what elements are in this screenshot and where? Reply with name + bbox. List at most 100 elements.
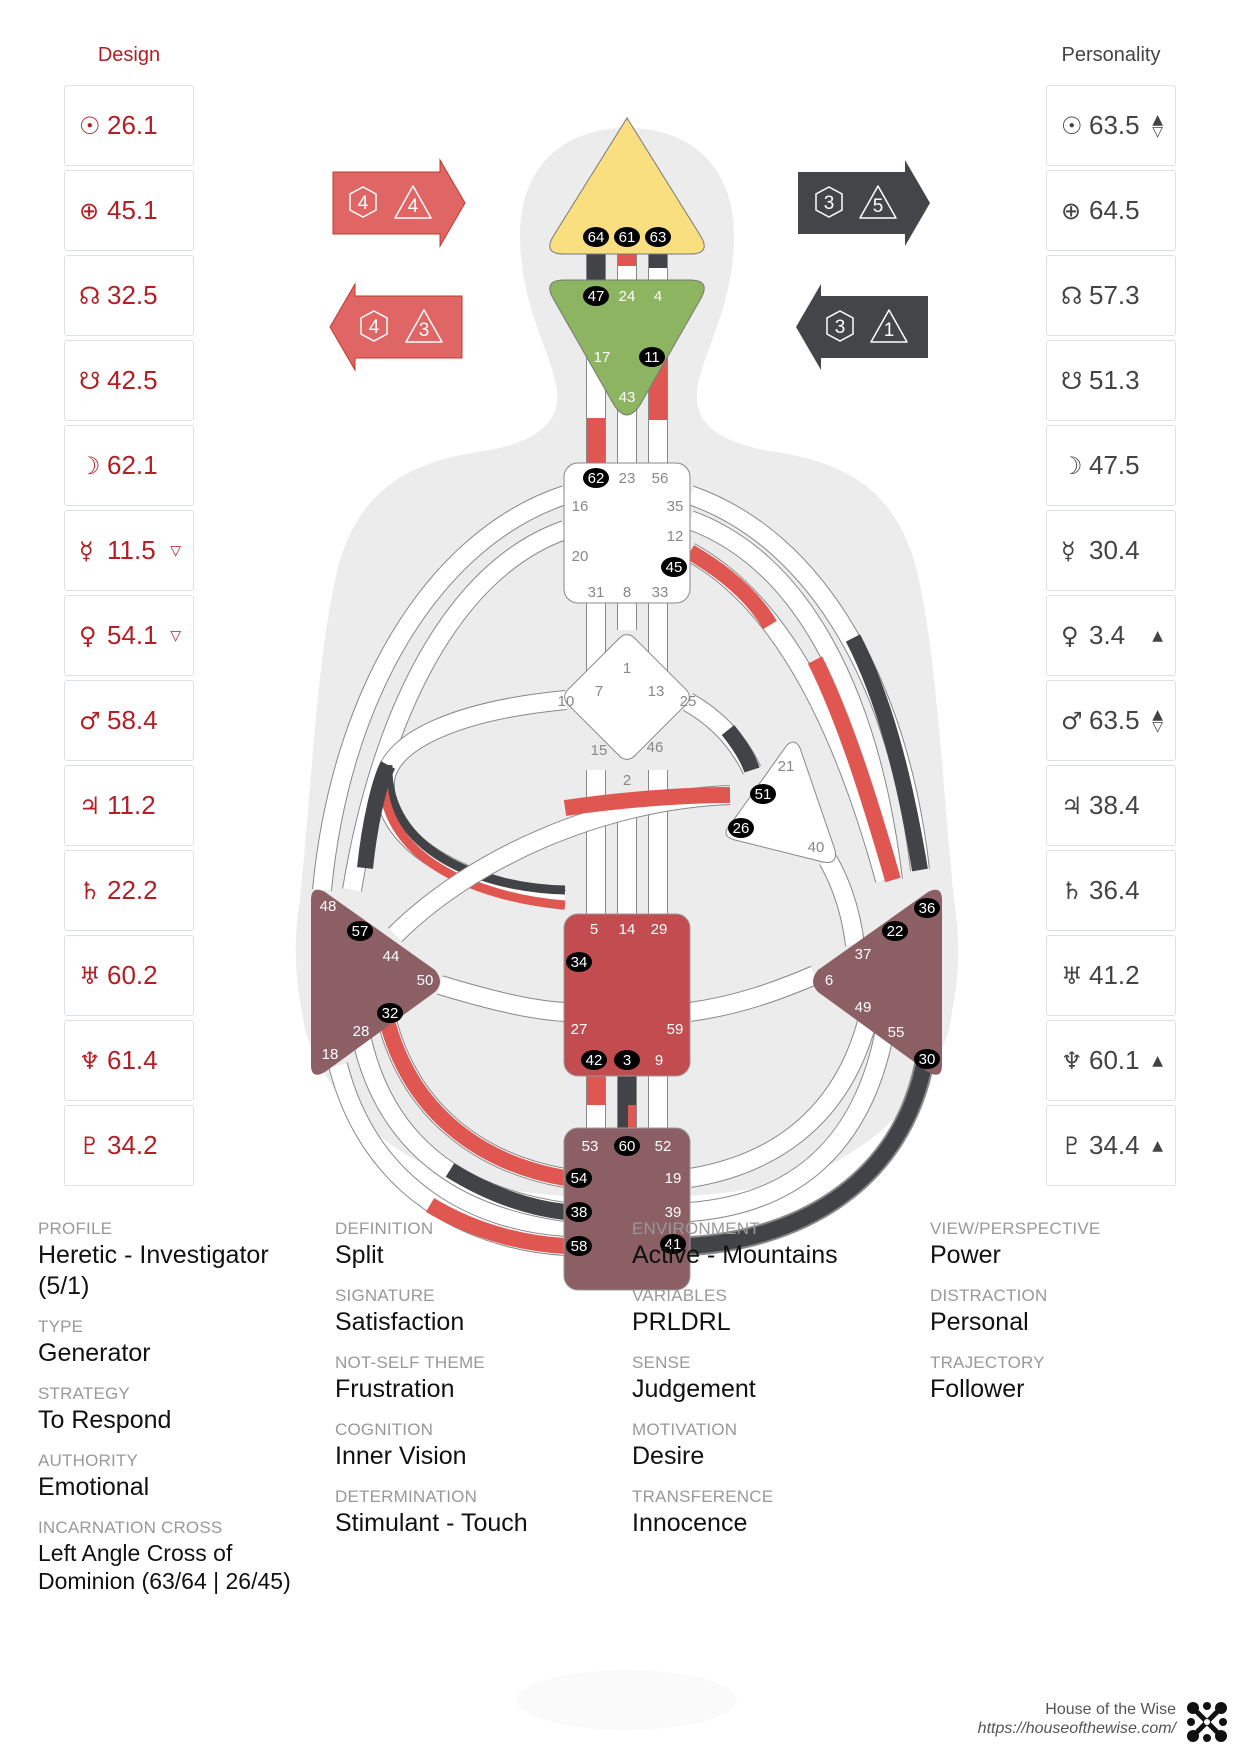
gate-value: 63.5: [1089, 110, 1140, 140]
personality-mars: ♂63.5▲ ▽: [1046, 680, 1176, 761]
svg-text:61: 61: [619, 229, 636, 246]
field-label: VIEW/PERSPECTIVE: [930, 1219, 1101, 1238]
field-label: DISTRACTION: [930, 1286, 1048, 1305]
field-label: TRAJECTORY: [930, 1353, 1045, 1372]
south-node-icon: ☋: [1061, 366, 1083, 395]
field-value: Judgement: [632, 1375, 756, 1403]
personality-sun: ☉63.5▲ ▽: [1046, 85, 1176, 166]
svg-text:34: 34: [571, 954, 588, 971]
personality-jupiter: ♃38.4: [1046, 765, 1176, 846]
svg-text:39: 39: [665, 1204, 682, 1221]
g-center: [564, 634, 690, 760]
earth-icon: ⊕: [79, 196, 100, 225]
svg-text:42: 42: [586, 1052, 603, 1069]
svg-text:24: 24: [619, 288, 636, 305]
field-label: AUTHORITY: [38, 1451, 139, 1470]
trajectory-field: TRAJECTORY Follower: [930, 1352, 1210, 1405]
field-label: PROFILE: [38, 1219, 113, 1238]
svg-text:5: 5: [873, 196, 884, 217]
design-pluto: ♇34.2: [64, 1105, 194, 1186]
sun-icon: ☉: [1061, 111, 1083, 140]
svg-text:47: 47: [588, 288, 605, 305]
svg-text:17: 17: [594, 349, 611, 366]
saturn-icon: ♄: [79, 876, 101, 905]
hexagon-icon: [349, 186, 377, 218]
personality-pluto: ♇34.4▲: [1046, 1105, 1176, 1186]
personality-saturn: ♄36.4: [1046, 850, 1176, 931]
mercury-icon: ☿: [79, 536, 94, 565]
field-label: ENVIRONMENT: [632, 1219, 760, 1238]
svg-text:2: 2: [623, 772, 631, 789]
svg-text:44: 44: [383, 948, 400, 965]
design-earth: ⊕45.1: [64, 170, 194, 251]
field-label: TYPE: [38, 1317, 84, 1336]
svg-text:23: 23: [619, 470, 636, 487]
hexagon-icon: [360, 310, 388, 342]
svg-text:28: 28: [353, 1023, 370, 1040]
svg-text:6: 6: [825, 972, 833, 989]
design-jupiter: ♃11.2: [64, 765, 194, 846]
gate-value: 47.5: [1089, 450, 1140, 480]
personality-planets: ☉63.5▲ ▽ ⊕64.5 ☊57.3 ☋51.3 ☽47.5 ☿30.4 ♀…: [1046, 85, 1176, 1190]
gate-value: 11.2: [107, 790, 156, 820]
gate-value: 61.4: [107, 1045, 158, 1075]
gate-value: 41.2: [1089, 960, 1140, 990]
gate-value: 60.2: [107, 960, 158, 990]
svg-text:35: 35: [667, 498, 684, 515]
personality-column-title: Personality: [1061, 44, 1161, 66]
gate-value: 26.1: [107, 110, 158, 140]
snowflake-logo-icon: [1187, 1702, 1227, 1742]
svg-text:11: 11: [644, 349, 660, 366]
svg-text:19: 19: [665, 1170, 682, 1187]
gate-value: 63.5: [1089, 705, 1140, 735]
jupiter-icon: ♃: [1061, 791, 1083, 820]
svg-text:62: 62: [588, 470, 605, 487]
field-value: Follower: [930, 1375, 1025, 1403]
gate-value: 57.3: [1089, 280, 1140, 310]
field-value: Active - Mountains: [632, 1241, 838, 1269]
gate-value: 32.5: [107, 280, 158, 310]
svg-text:14: 14: [619, 921, 636, 938]
design-bottom-arrow: 4 3: [329, 282, 463, 372]
arrow-icon: ▲ ▽: [1152, 706, 1163, 735]
svg-text:3: 3: [824, 193, 835, 214]
svg-text:36: 36: [919, 900, 936, 917]
personality-earth: ⊕64.5: [1046, 170, 1176, 251]
field-value: Power: [930, 1241, 1001, 1269]
brand-url-link[interactable]: https://houseofthewise.com/: [977, 1720, 1176, 1737]
ego-center: [725, 741, 836, 863]
svg-text:48: 48: [320, 898, 337, 915]
field-value: Desire: [632, 1442, 705, 1470]
triangle-icon: [859, 185, 897, 219]
hexagon-icon: [815, 186, 843, 218]
head-center: [549, 117, 705, 255]
uranus-icon: ♅: [79, 961, 101, 990]
svg-text:16: 16: [572, 498, 589, 515]
arrow-icon: ▲: [1152, 1137, 1163, 1154]
svg-text:3: 3: [623, 1052, 631, 1069]
svg-text:40: 40: [808, 839, 825, 856]
mars-icon: ♂: [79, 706, 101, 735]
design-mars: ♂58.4: [64, 680, 194, 761]
svg-text:13: 13: [648, 683, 665, 700]
personality-bottom-arrow: 3 1: [796, 284, 928, 370]
field-label: MOTIVATION: [632, 1420, 738, 1439]
field-value: Inner Vision: [335, 1442, 467, 1470]
gate-value: 22.2: [107, 875, 158, 905]
moon-icon: ☽: [1061, 451, 1083, 480]
gate-value: 36.4: [1089, 875, 1140, 905]
svg-text:51: 51: [755, 786, 772, 803]
field-value: To Respond: [38, 1406, 172, 1434]
svg-text:18: 18: [322, 1046, 339, 1063]
arrow-icon: ▽: [170, 627, 181, 644]
